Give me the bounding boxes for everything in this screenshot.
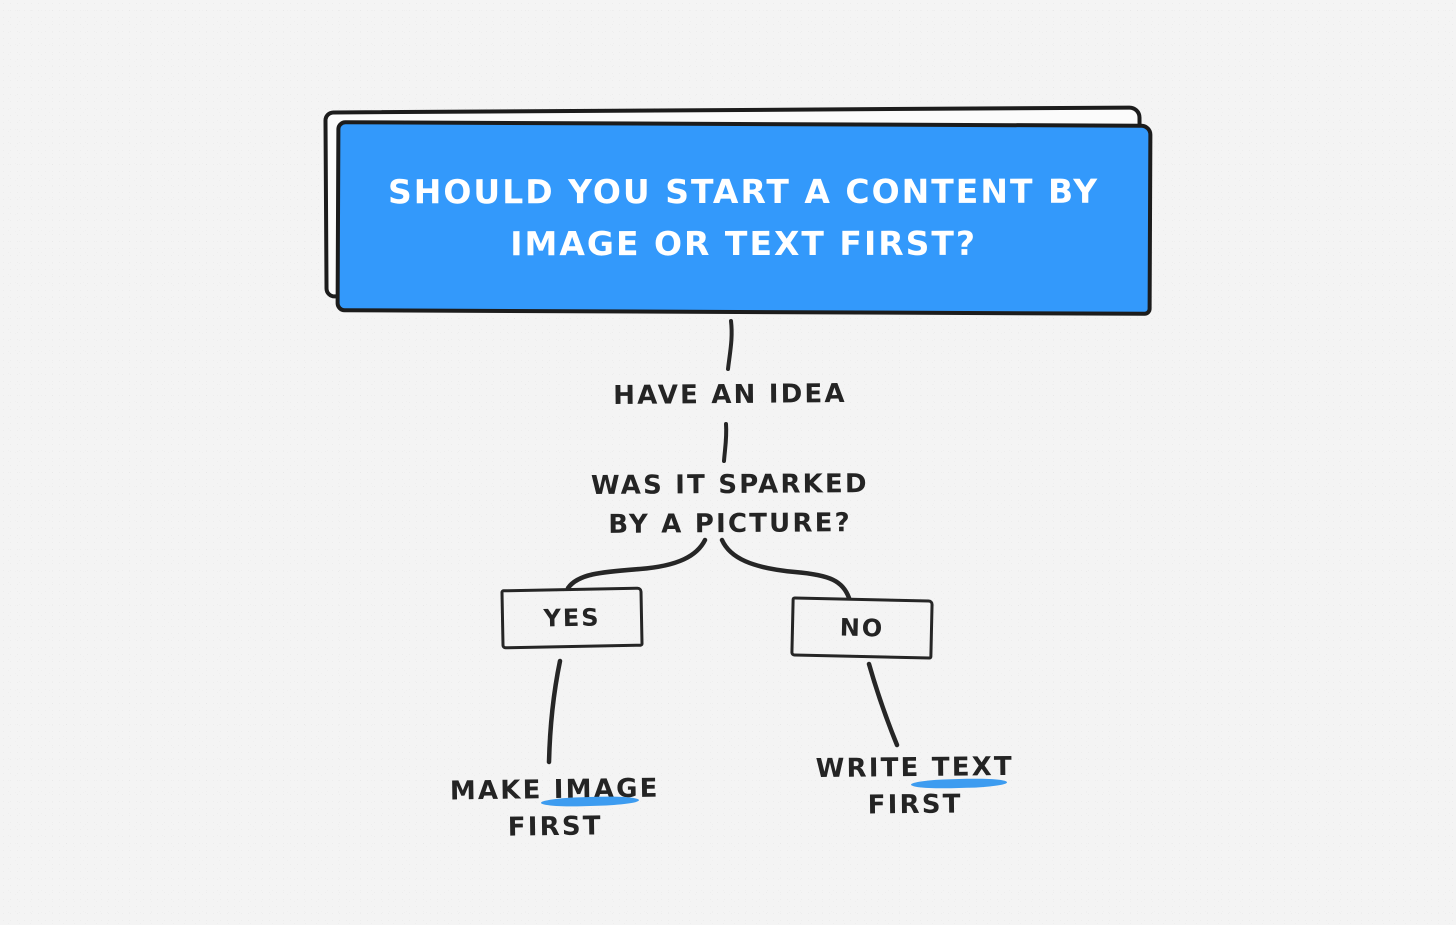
flow-step-was-it-sparked: Was it sparked by a picture? bbox=[590, 469, 869, 540]
outcome-write-text-first: Write text first bbox=[815, 751, 1015, 821]
outcome-make-image-first: Make image first bbox=[449, 773, 660, 843]
connector-question-to-no bbox=[719, 537, 852, 601]
header-card-group: Should you start a Content by image or t… bbox=[318, 104, 1158, 319]
decision-box-no[interactable]: No bbox=[790, 596, 934, 660]
header-card: Should you start a Content by image or t… bbox=[335, 120, 1153, 316]
connector-header-to-idea bbox=[726, 319, 734, 371]
connector-yes-to-image bbox=[546, 658, 563, 765]
flow-step-have-an-idea: Have an idea bbox=[613, 378, 847, 412]
connector-question-to-yes bbox=[565, 537, 708, 591]
connector-no-to-text bbox=[866, 661, 900, 748]
page-title: Should you start a Content by image or t… bbox=[388, 171, 1100, 264]
connector-idea-to-question bbox=[722, 422, 729, 463]
decision-box-yes[interactable]: Yes bbox=[500, 586, 644, 650]
